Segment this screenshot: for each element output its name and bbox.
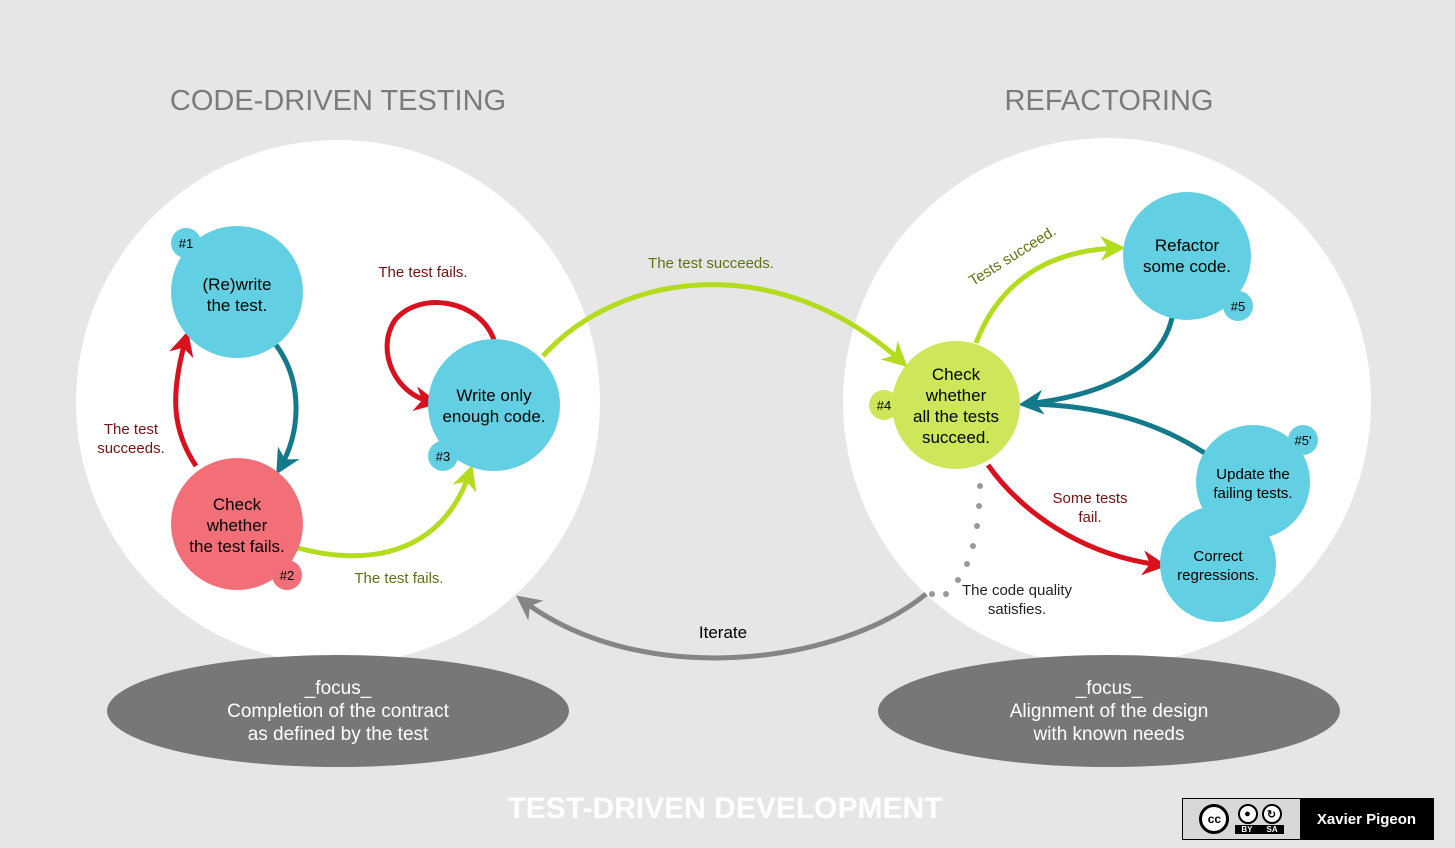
node-write-code <box>428 339 560 471</box>
node-refactor-line-1: Refactor <box>1155 236 1220 255</box>
node-update-failing-tests-line-2: failing tests. <box>1213 485 1292 502</box>
label-test-succeeds-mid: The test succeeds. <box>648 255 774 272</box>
node-refactor <box>1123 192 1251 320</box>
dotted-quality-path <box>929 483 983 597</box>
cc-logo: cc ● ↻ BY SA <box>1183 799 1300 839</box>
badge-3 <box>428 441 458 471</box>
arrow-refactor-to-check <box>1018 317 1175 415</box>
cc-icon-text: cc <box>1207 812 1222 826</box>
node-check-all-tests-line-1: Check <box>932 365 981 384</box>
badge-5-prime-label: #5' <box>1295 433 1312 448</box>
license-badge: cc ● ↻ BY SA Xavier Pigeon <box>1182 798 1434 840</box>
node-refactor-line-2: some code. <box>1143 257 1231 276</box>
badge-4-label: #4 <box>877 398 891 413</box>
arrow-iterate <box>516 592 928 661</box>
focus-right-line-2: with known needs <box>1032 724 1184 745</box>
arrow-fail-loop <box>384 300 497 412</box>
heading-test-driven-development: TEST-DRIVEN DEVELOPMENT <box>507 792 942 825</box>
badge-3-label: #3 <box>436 449 450 464</box>
node-correct-regressions-line-2: regressions. <box>1177 567 1259 584</box>
arrow-check-to-refactor <box>973 236 1126 344</box>
node-check-all-tests <box>892 341 1020 469</box>
node-correct-regressions-line-1: Correct <box>1193 548 1243 565</box>
arrow-check-to-rewrite <box>169 330 199 468</box>
node-update-failing-tests-line-1: Update the <box>1216 466 1289 483</box>
badge-5 <box>1223 291 1253 321</box>
heading-refactoring: REFACTORING <box>1005 85 1214 117</box>
focus-ellipse-right <box>878 655 1340 767</box>
node-check-all-tests-line-4: succeed. <box>922 428 990 447</box>
badge-2-label: #2 <box>280 568 294 583</box>
node-check-all-tests-line-3: all the tests <box>913 407 999 426</box>
badge-5-prime <box>1288 425 1318 455</box>
cc-icon: cc <box>1199 804 1230 834</box>
node-rewrite-test <box>171 226 303 358</box>
label-test-succeeds-left-1: The test <box>104 421 159 438</box>
label-some-tests-fail-1: Some tests <box>1052 490 1127 507</box>
by-label: BY <box>1241 825 1253 834</box>
arrow-check-to-correct <box>985 463 1168 576</box>
label-quality-2: satisfies. <box>988 601 1046 618</box>
badge-1 <box>171 228 201 258</box>
label-iterate: Iterate <box>699 623 747 642</box>
cc-by-sa-icons: ● ↻ BY SA <box>1235 804 1284 834</box>
label-some-tests-fail-2: fail. <box>1078 509 1101 526</box>
arrow-check-to-write-code <box>297 464 477 559</box>
focus-right-line-1: Alignment of the design <box>1010 701 1209 722</box>
node-rewrite-test-line-1: (Re)write <box>203 275 272 294</box>
arrow-update-to-check <box>1025 401 1214 461</box>
focus-left-line-1: Completion of the contract <box>227 701 450 722</box>
label-test-fails-bottom: The test fails. <box>354 570 443 587</box>
author-name: Xavier Pigeon <box>1300 799 1433 839</box>
node-rewrite-test-line-2: the test. <box>207 296 267 315</box>
share-alike-icon: ↻ <box>1261 804 1282 824</box>
label-quality-1: The code quality <box>962 582 1073 599</box>
node-check-all-tests-line-2: whether <box>925 386 987 405</box>
node-check-test-fails-line-2: whether <box>206 516 268 535</box>
sa-label: SA <box>1266 825 1278 834</box>
arrow-rewrite-to-check <box>273 343 300 475</box>
node-check-test-fails <box>171 458 303 590</box>
label-test-succeeds-left-2: succeeds. <box>97 440 165 457</box>
badge-5-label: #5 <box>1231 299 1245 314</box>
focus-left-line-2: as defined by the test <box>248 724 429 745</box>
label-test-fails-loop: The test fails. <box>378 264 467 281</box>
focus-right-title: _focus_ <box>1075 678 1143 699</box>
node-write-code-line-2: enough code. <box>442 407 545 426</box>
focus-ellipse-left <box>107 655 569 767</box>
badge-1-label: #1 <box>179 236 193 251</box>
badge-4 <box>869 390 899 420</box>
node-write-code-line-1: Write only <box>456 386 532 405</box>
person-icon: ● <box>1237 804 1258 824</box>
node-check-test-fails-line-3: the test fails. <box>189 537 284 556</box>
focus-left-title: _focus_ <box>304 678 372 699</box>
arrow-code-to-check-all <box>541 282 908 368</box>
heading-code-driven-testing: CODE-DRIVEN TESTING <box>170 85 506 117</box>
node-correct-regressions <box>1160 506 1276 622</box>
node-check-test-fails-line-1: Check <box>213 495 262 514</box>
badge-2 <box>272 560 302 590</box>
